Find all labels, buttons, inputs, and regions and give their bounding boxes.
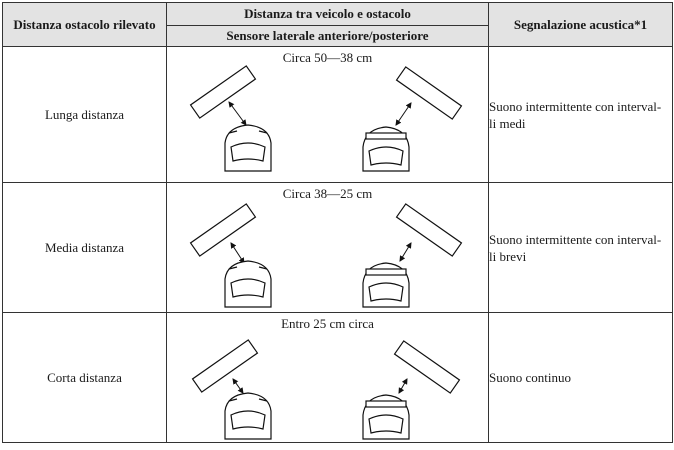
car-rear-right xyxy=(362,262,410,308)
obstacle-right xyxy=(393,340,461,394)
parking-diagram-long xyxy=(189,65,463,172)
range-caption: Circa 38—25 cm xyxy=(282,186,373,201)
obstacle-right xyxy=(395,203,463,257)
range-caption: Circa 50—38 cm xyxy=(282,50,373,65)
car-rear-right xyxy=(362,126,410,172)
diagram-cell-short: Entro 25 cm circa xyxy=(166,312,489,443)
header-detected-distance: Distanza ostacolo rilevato xyxy=(2,2,167,47)
row-label-long: Lunga distanza xyxy=(2,46,167,183)
parking-diagram-short xyxy=(191,339,461,440)
signal-cell-short: Suono continuo xyxy=(488,312,673,443)
signal-text: Suono intermittente con interval- xyxy=(489,98,662,114)
car-front-left xyxy=(224,260,272,308)
signal-cell-long: Suono intermittente con interval- li med… xyxy=(488,46,673,183)
car-front-left xyxy=(224,392,272,440)
diagram-cell-medium: Circa 38—25 cm xyxy=(166,182,489,313)
header-side-sensor: Sensore laterale anteriore/posteriore xyxy=(166,25,489,47)
row-label-short: Corta distanza xyxy=(2,312,167,443)
signal-text: Suono continuo xyxy=(489,370,571,385)
car-rear-right xyxy=(362,394,410,440)
header-vehicle-obstacle-distance: Distanza tra veicolo e ostacolo xyxy=(166,2,489,26)
signal-text-cont: li brevi xyxy=(489,248,527,264)
signal-text-cont: li medi xyxy=(489,115,526,131)
obstacle-right xyxy=(395,66,463,120)
obstacle-left xyxy=(189,65,257,119)
diagram-cell-long: Circa 50—38 cm xyxy=(166,46,489,183)
car-front-left xyxy=(224,124,272,172)
parking-diagram-medium xyxy=(189,203,463,308)
range-caption: Entro 25 cm circa xyxy=(281,316,374,331)
signal-cell-medium: Suono intermittente con interval- li bre… xyxy=(488,182,673,313)
obstacle-left xyxy=(191,339,259,393)
sensor-distance-table: Distanza ostacolo rilevato Distanza tra … xyxy=(2,2,673,443)
obstacle-left xyxy=(189,203,257,257)
signal-text: Suono intermittente con interval- xyxy=(489,231,662,247)
header-acoustic-signal: Segnalazione acustica*1 xyxy=(488,2,673,47)
row-label-medium: Media distanza xyxy=(2,182,167,313)
